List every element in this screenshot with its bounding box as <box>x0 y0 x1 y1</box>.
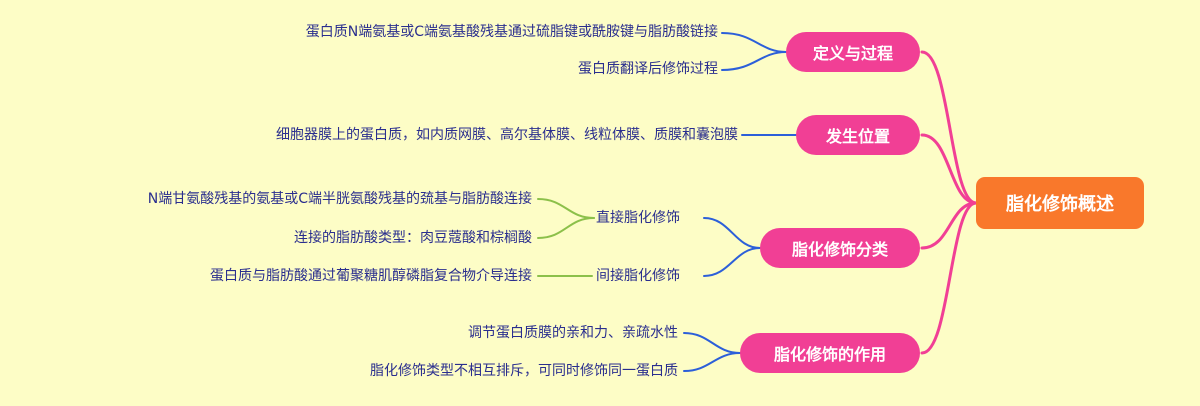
link-root-def <box>920 50 978 205</box>
leaf-definition-1[interactable]: 蛋白质N端氨基或C端氨基酸残基通过硫脂键或酰胺键与脂肪酸链接 <box>305 24 718 40</box>
link-def-leaf1 <box>721 32 787 53</box>
link-direct-leaf1 <box>537 198 595 219</box>
link-effect-leaf2 <box>683 352 741 372</box>
branch-classification[interactable]: 脂化修饰分类 <box>760 228 920 268</box>
leaf-definition-2[interactable]: 蛋白质翻译后修饰过程 <box>578 61 718 77</box>
link-root-effect <box>920 201 978 355</box>
leaf-function-2[interactable]: 脂化修饰类型不相互排斥，可同时修饰同一蛋白质 <box>370 363 678 379</box>
leaf-function-1[interactable]: 调节蛋白质膜的亲和力、亲疏水性 <box>468 325 678 341</box>
leaf-indirect-1[interactable]: 蛋白质与脂肪酸通过葡聚糖肌醇磷脂复合物介导连接 <box>210 268 532 284</box>
branch-location[interactable]: 发生位置 <box>796 115 920 155</box>
link-def-leaf2 <box>721 51 787 71</box>
branch-definition[interactable]: 定义与过程 <box>786 32 920 72</box>
link-direct-leaf2 <box>537 217 595 239</box>
sub-indirect-lipidation[interactable]: 间接脂化修饰 <box>596 268 680 284</box>
link-class-direct <box>703 217 761 249</box>
link-effect-leaf1 <box>683 332 741 354</box>
sub-direct-lipidation[interactable]: 直接脂化修饰 <box>596 210 680 226</box>
link-root-loc <box>920 133 978 205</box>
leaf-location-1[interactable]: 细胞器膜上的蛋白质，如内质网膜、高尔基体膜、线粒体膜、质膜和囊泡膜 <box>276 127 738 143</box>
leaf-direct-1[interactable]: N端甘氨酸残基的氨基或C端半胱氨酸残基的巯基与脂肪酸连接 <box>147 191 532 207</box>
link-class-indirect <box>703 247 761 277</box>
branch-function[interactable]: 脂化修饰的作用 <box>740 333 920 373</box>
link-root-class <box>920 201 978 250</box>
leaf-direct-2[interactable]: 连接的脂肪酸类型：肉豆蔻酸和棕榈酸 <box>294 230 532 246</box>
root-node[interactable]: 脂化修饰概述 <box>976 177 1144 229</box>
